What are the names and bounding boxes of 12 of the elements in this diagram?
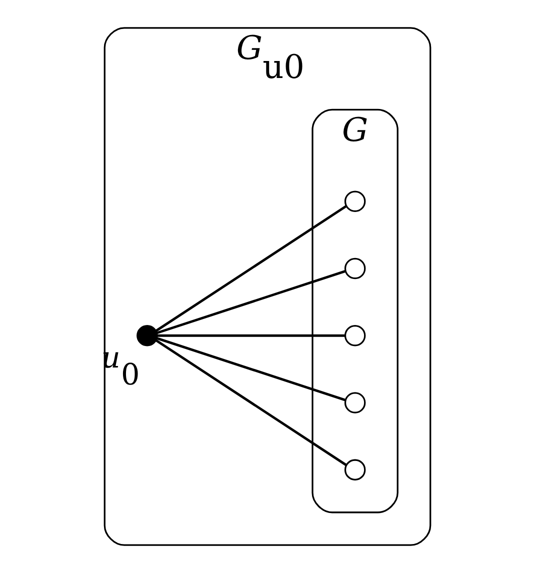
node-circle [344, 190, 366, 212]
node-circle [344, 459, 366, 480]
connector [154, 205, 346, 332]
cluster: G [311, 108, 398, 514]
node-circle [344, 392, 366, 414]
connector [156, 337, 346, 402]
node-circle [136, 324, 158, 346]
connector [156, 334, 344, 337]
node-circle [344, 324, 366, 346]
node-circle [344, 258, 366, 280]
connector [156, 270, 346, 334]
connector [154, 339, 346, 466]
